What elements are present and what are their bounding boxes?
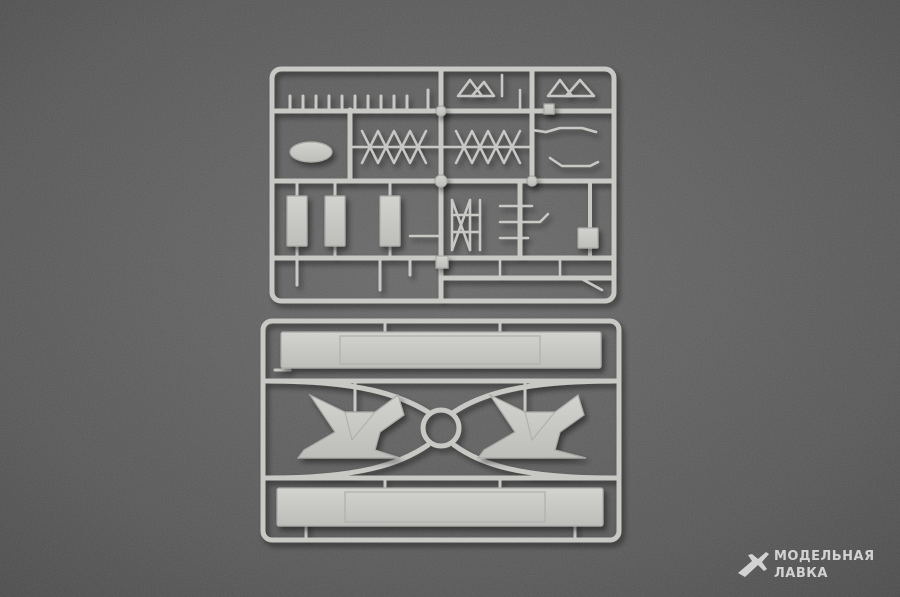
watermark-logo: МОДЕЛЬНАЯ ЛАВКА bbox=[738, 549, 875, 581]
central-ring bbox=[420, 407, 462, 449]
long-plate-top bbox=[280, 331, 602, 369]
watermark-line-2: ЛАВКА bbox=[774, 566, 828, 581]
lower-sprue-frame bbox=[260, 318, 622, 543]
sprue-hub bbox=[434, 174, 448, 188]
panel-part-1 bbox=[286, 195, 308, 247]
fuel-tank-part bbox=[289, 141, 333, 163]
upper-sprue-parts bbox=[286, 103, 599, 269]
panel-part-3 bbox=[379, 195, 401, 247]
support-bracket-right bbox=[476, 393, 587, 459]
lattice-parts bbox=[348, 129, 534, 165]
panel-part-2 bbox=[324, 195, 346, 247]
truss-part bbox=[408, 198, 550, 252]
small-box-part bbox=[577, 227, 599, 249]
support-bracket-left bbox=[296, 393, 405, 459]
watermark-line-1: МОДЕЛЬНАЯ bbox=[774, 549, 875, 564]
airplane-icon bbox=[738, 552, 769, 577]
long-plate-bottom bbox=[276, 487, 604, 527]
lower-sprue-parts bbox=[276, 331, 604, 527]
lower-sprue bbox=[260, 318, 622, 543]
